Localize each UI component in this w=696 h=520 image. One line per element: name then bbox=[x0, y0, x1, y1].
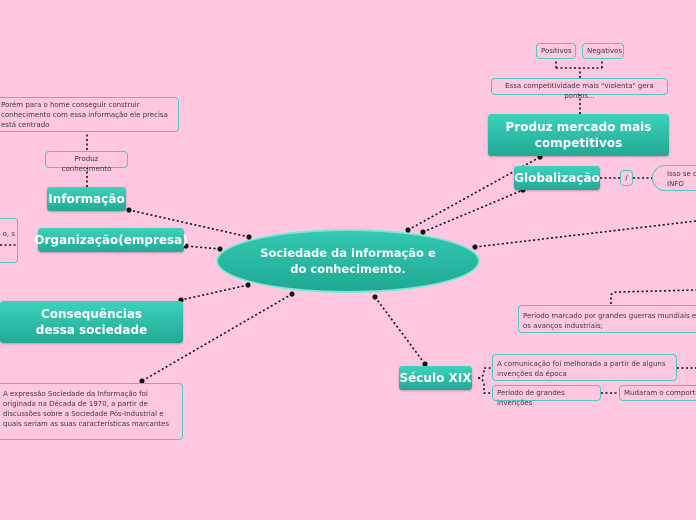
topic-produz-mercado[interactable]: Produz mercado mais competitivos bbox=[488, 114, 669, 156]
link-guerras bbox=[610, 289, 696, 304]
note-isso-se[interactable]: Isso se d DE INFO bbox=[652, 165, 696, 191]
link-globalizacao bbox=[422, 189, 524, 233]
topic-globalizacao[interactable]: Globalização bbox=[514, 166, 600, 190]
topic-informacao[interactable]: Informação bbox=[47, 187, 126, 211]
link-comp-posneg bbox=[555, 58, 603, 78]
note-mudaram[interactable]: Mudaram o comporta bbox=[619, 385, 696, 401]
link-consequencias bbox=[180, 284, 249, 301]
topic-organizacao[interactable]: Organização(empresa) bbox=[34, 228, 188, 252]
note-organizacao[interactable]: o, s bbox=[0, 218, 18, 263]
topic-seculo-xix[interactable]: Século XIX bbox=[399, 366, 472, 390]
note-slash[interactable]: / bbox=[620, 170, 633, 186]
note-expressao[interactable]: A expressão Sociedade da Informação foi … bbox=[0, 383, 183, 440]
note-porem[interactable]: Porém para o home conseguir construir co… bbox=[0, 97, 179, 132]
note-periodo-guerras[interactable]: Período marcado por grandes guerras mund… bbox=[518, 305, 696, 333]
link-right bbox=[474, 220, 696, 248]
note-comunicacao[interactable]: A comunicação foi melhorada a partir de … bbox=[492, 354, 677, 381]
note-grandes-invencoes[interactable]: Período de grandes invenções bbox=[492, 385, 601, 407]
note-positivos[interactable]: Positivos bbox=[536, 43, 576, 59]
link-invencoes bbox=[477, 377, 492, 394]
note-competitividade[interactable]: Essa competitividade mais "violenta" ger… bbox=[491, 78, 668, 100]
note-negativos[interactable]: Negativos bbox=[582, 43, 624, 59]
link-comunicacao bbox=[477, 367, 492, 379]
link-organizacao bbox=[185, 245, 221, 250]
central-topic[interactable]: Sociedade da informação e do conheciment… bbox=[216, 229, 480, 293]
link-seculo-xix bbox=[374, 296, 426, 365]
topic-consequencias[interactable]: Consequências dessa sociedade bbox=[0, 301, 183, 343]
note-produz-conhecimento[interactable]: Produz conhecimento bbox=[45, 151, 128, 173]
link-expressao bbox=[141, 293, 293, 382]
